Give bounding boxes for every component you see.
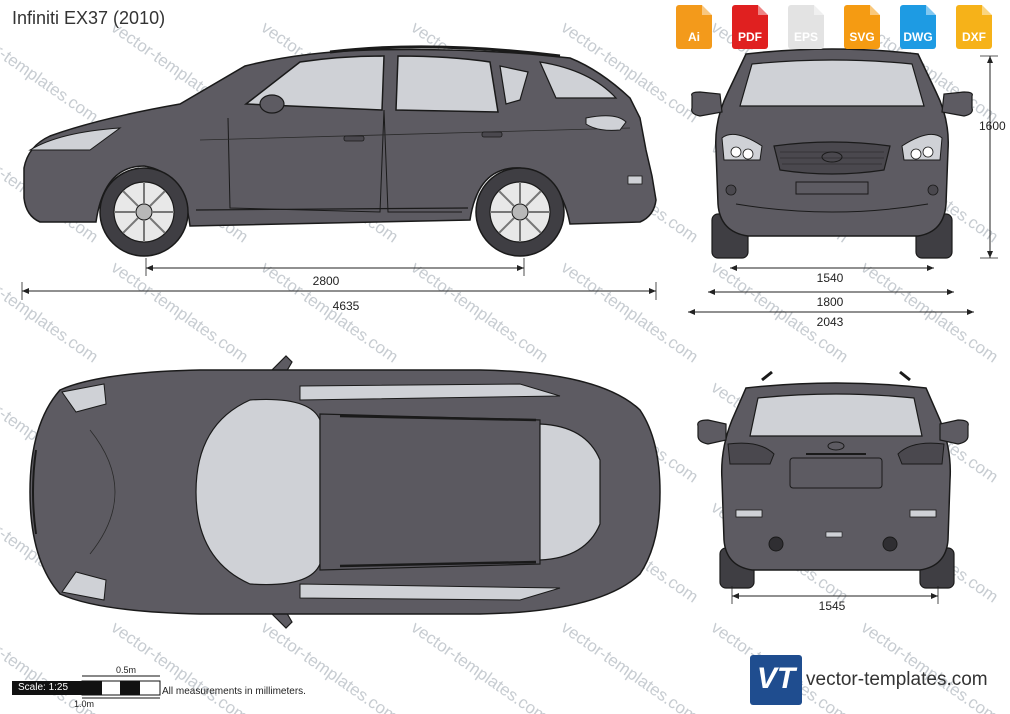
badge-label: SVG <box>849 30 875 44</box>
badge-label: DXF <box>962 30 986 44</box>
height-label: 1600 <box>979 119 1006 133</box>
svg-file-icon[interactable]: SVG <box>840 5 884 53</box>
top-rear-window <box>539 423 601 561</box>
site-link[interactable]: vector-templates.com <box>806 669 988 690</box>
width-label: 1800 <box>817 295 844 309</box>
rear-window <box>749 393 923 437</box>
rear-track-label: 1545 <box>819 599 846 613</box>
top-view <box>29 355 661 629</box>
front-track-label: 1540 <box>817 271 844 285</box>
scale-bar <box>81 675 161 699</box>
ai-file-icon[interactable]: Ai <box>672 5 716 53</box>
side-view <box>23 45 657 257</box>
rear-dimensions: 1545 <box>731 586 939 613</box>
badge-label: Ai <box>688 30 700 44</box>
front-dimensions: 1540 1800 2043 1600 <box>688 55 1006 329</box>
rear-view <box>697 370 969 589</box>
dxf-file-icon[interactable]: DXF <box>952 5 996 53</box>
scale-label-box: Scale: 1:25 <box>12 681 82 695</box>
scale-label: Scale: 1:25 <box>18 682 69 693</box>
dwg-file-icon[interactable]: DWG <box>896 5 940 53</box>
vt-logo-icon[interactable]: VT <box>750 655 802 705</box>
top-windshield <box>195 398 321 586</box>
side-front-window <box>243 55 385 111</box>
side-rear-window <box>395 55 499 113</box>
side-body <box>23 48 657 227</box>
logo-mark: VT <box>756 662 796 695</box>
side-rear-wheel <box>475 167 565 257</box>
front-view <box>691 48 973 259</box>
scale-one-meter: 1.0m <box>74 699 95 709</box>
page-title: Infiniti EX37 (2010) <box>12 8 166 28</box>
side-front-wheel <box>99 167 189 257</box>
badge-label: EPS <box>793 30 818 44</box>
pdf-file-icon[interactable]: PDF <box>728 5 772 53</box>
side-quarter-window <box>499 65 529 105</box>
width-mirrors-label: 2043 <box>817 315 844 329</box>
measurement-note: All measurements in millimeters. <box>162 686 306 697</box>
scale-half-meter: 0.5m <box>116 665 137 675</box>
length-label: 4635 <box>333 299 360 313</box>
badge-label: DWG <box>903 30 933 44</box>
badge-label: PDF <box>738 30 762 44</box>
front-windshield <box>739 59 925 107</box>
wheelbase-label: 2800 <box>313 274 340 288</box>
side-dimensions: 2800 4635 <box>21 258 657 313</box>
top-roof <box>319 413 541 571</box>
eps-file-icon[interactable]: EPS <box>784 5 828 53</box>
